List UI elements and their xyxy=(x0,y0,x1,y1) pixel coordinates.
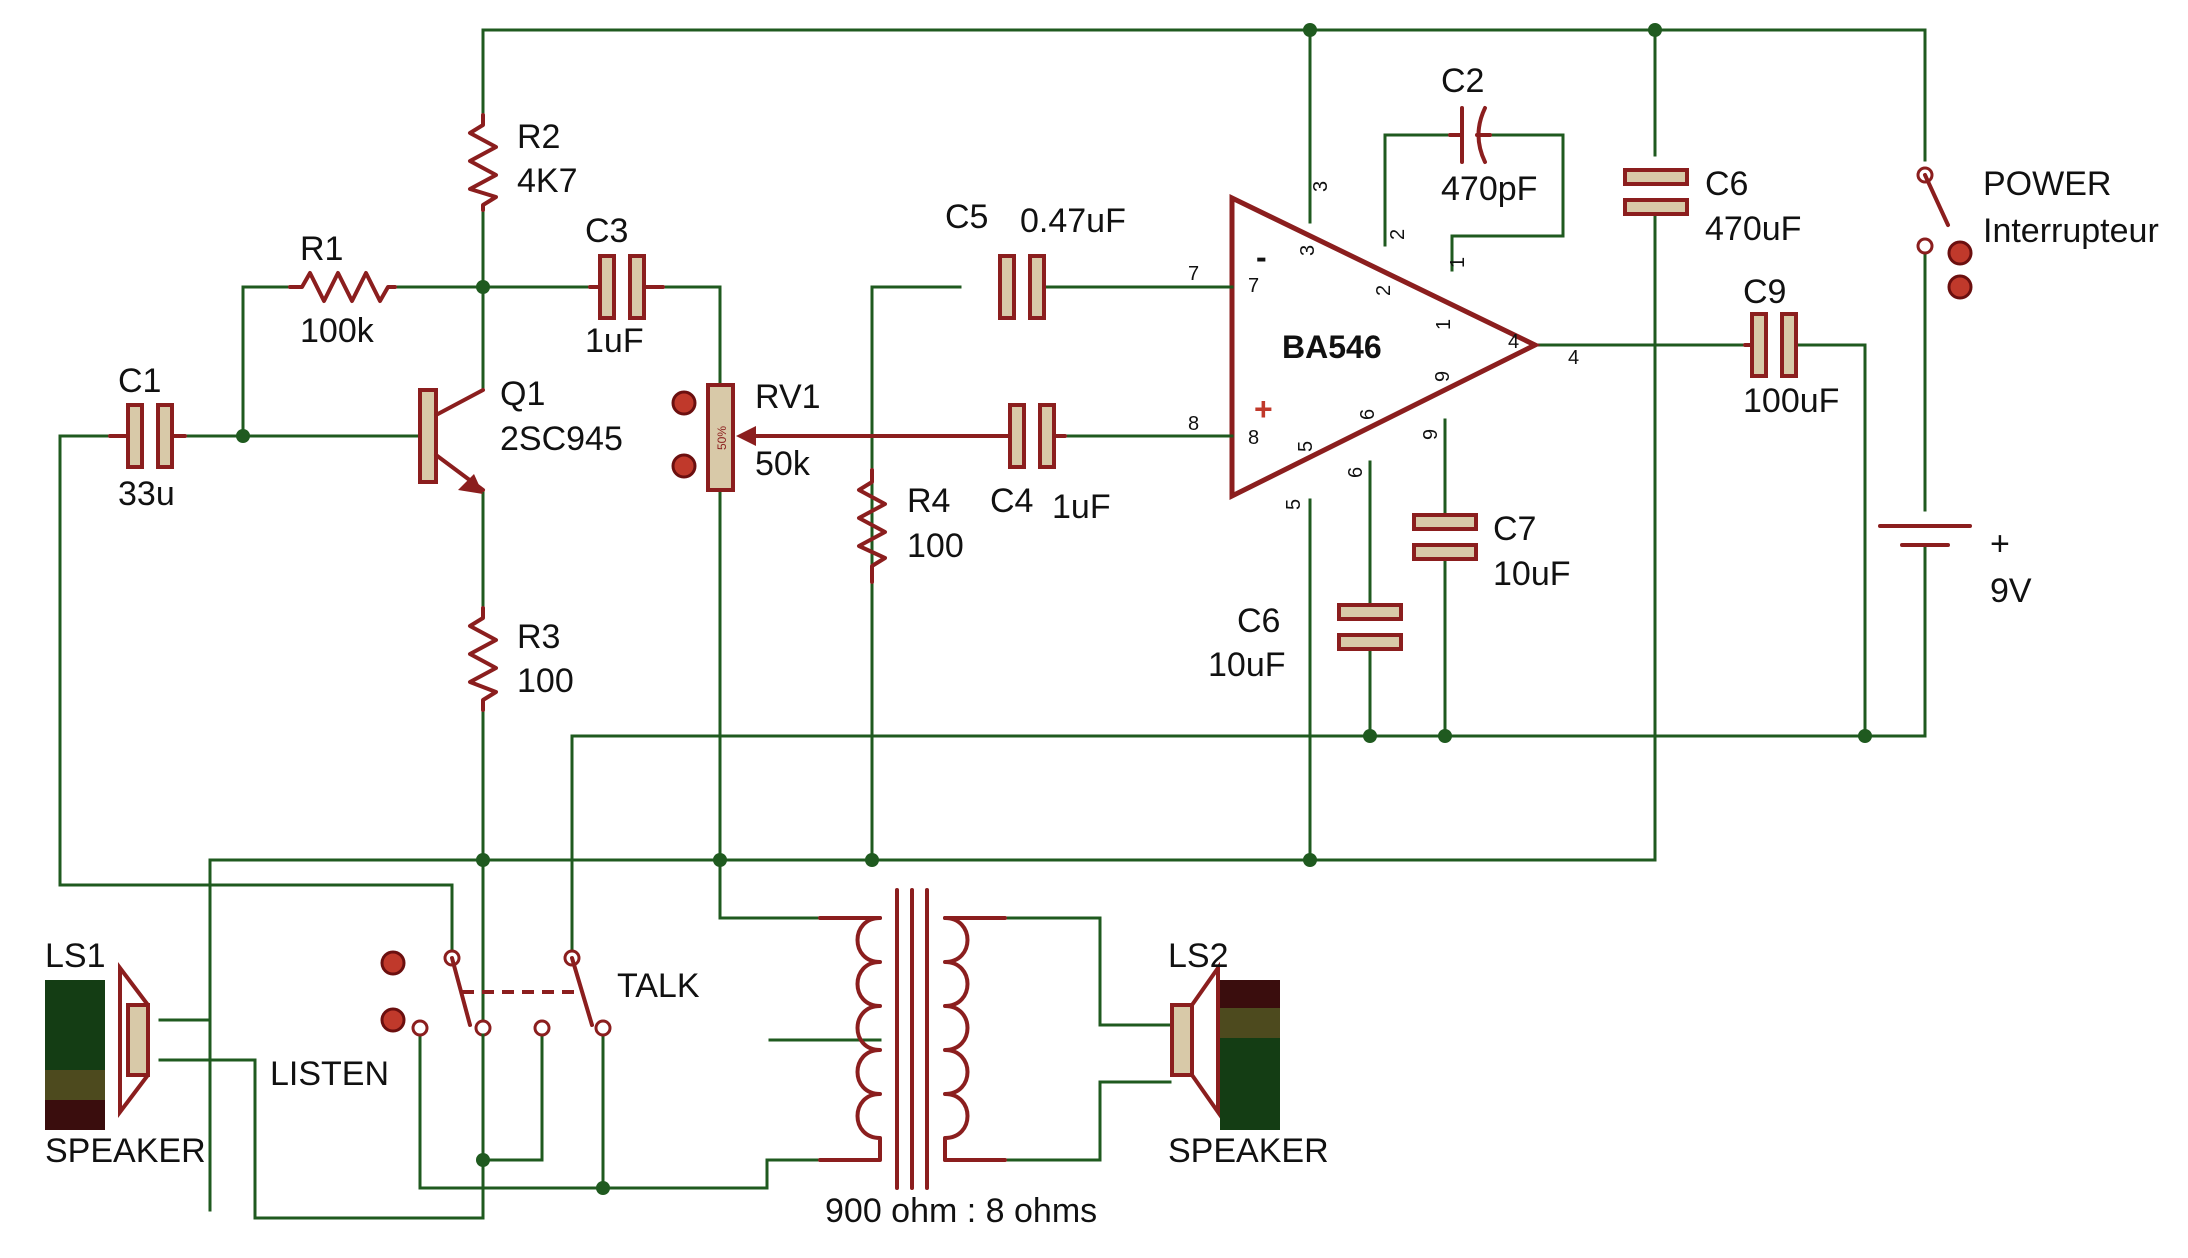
c2-value: 470pF xyxy=(1441,170,1537,208)
c4-value: 1uF xyxy=(1052,488,1111,526)
c6a-value: 470uF xyxy=(1705,210,1801,248)
transistor-q1 xyxy=(418,388,485,494)
talk-listen-switch xyxy=(380,949,612,1162)
c9-ref: C9 xyxy=(1743,273,1786,311)
capacitor-c2 xyxy=(1448,106,1492,164)
resistor-r3 xyxy=(468,606,498,712)
capacitor-c6-small xyxy=(1337,603,1403,651)
rv1-wiper-label: 50% xyxy=(715,426,729,450)
q1-value: 2SC945 xyxy=(500,420,623,458)
battery-polarity: + xyxy=(1990,525,2010,563)
speaker-ls1 xyxy=(45,962,150,1130)
transformer-ratio: 900 ohm : 8 ohms xyxy=(825,1192,1097,1230)
talk-label: TALK xyxy=(617,967,700,1005)
capacitor-c5 xyxy=(998,254,1046,320)
power-ref: POWER xyxy=(1983,165,2111,203)
capacitor-c7 xyxy=(1412,513,1478,561)
c3-ref: C3 xyxy=(585,212,628,250)
c5-ref: C5 xyxy=(945,198,988,236)
c1-ref: C1 xyxy=(118,362,161,400)
pin-2-outer: 2 xyxy=(1387,229,1409,240)
power-value: Interrupteur xyxy=(1983,212,2159,250)
pin-9-inner: 9 xyxy=(1432,371,1454,382)
rv1-value: 50k xyxy=(755,445,811,483)
resistor-r1 xyxy=(288,271,397,303)
r3-ref: R3 xyxy=(517,618,560,656)
pin-8-inner: 8 xyxy=(1248,427,1259,449)
capacitor-c9 xyxy=(1743,312,1798,378)
labels: R2 4K7 R1 100k C3 1uF C1 33u Q1 2SC945 R… xyxy=(45,62,2159,1230)
potentiometer-rv1: 50% xyxy=(671,383,1002,492)
listen-label: LISTEN xyxy=(270,1055,389,1093)
pin-9-outer: 9 xyxy=(1420,429,1442,440)
r2-ref: R2 xyxy=(517,118,560,156)
c2-ref: C2 xyxy=(1441,62,1484,100)
capacitor-c4 xyxy=(998,403,1067,469)
pin-4-inner: 4 xyxy=(1508,331,1519,353)
r1-value: 100k xyxy=(300,312,375,350)
power-switch xyxy=(1916,166,1973,300)
resistor-r2 xyxy=(468,113,498,212)
capacitor-c3 xyxy=(588,254,665,320)
q1-ref: Q1 xyxy=(500,375,545,413)
c7-value: 10uF xyxy=(1493,555,1571,593)
c6b-value: 10uF xyxy=(1208,646,1286,684)
pin-1-inner: 1 xyxy=(1433,319,1455,330)
c3-value: 1uF xyxy=(585,322,644,360)
ls2-ref: LS2 xyxy=(1168,937,1229,975)
ic-plus-sign: + xyxy=(1254,391,1273,427)
ic-part-label: BA546 xyxy=(1282,329,1382,365)
c6a-ref: C6 xyxy=(1705,165,1748,203)
r1-ref: R1 xyxy=(300,230,343,268)
battery xyxy=(1878,524,1972,547)
wires xyxy=(58,28,1927,1220)
c4-ref: C4 xyxy=(990,482,1033,520)
r4-value: 100 xyxy=(907,527,964,565)
speaker-ls2 xyxy=(1170,961,1280,1130)
pin-2-inner: 2 xyxy=(1373,285,1395,296)
pin-numbers: 7 7 8 8 3 3 2 2 1 1 4 4 9 9 6 6 5 5 xyxy=(1188,181,1579,510)
ls1-ref: LS1 xyxy=(45,937,106,975)
pin-3-outer: 3 xyxy=(1310,181,1332,192)
c7-ref: C7 xyxy=(1493,510,1536,548)
capacitor-c6-large xyxy=(1623,168,1689,216)
capacitor-c1 xyxy=(108,403,187,469)
pin-8-outer: 8 xyxy=(1188,413,1199,435)
c1-value: 33u xyxy=(118,475,175,513)
r3-value: 100 xyxy=(517,662,574,700)
pin-7-outer: 7 xyxy=(1188,263,1199,285)
pin-6-inner: 6 xyxy=(1357,409,1379,420)
rv1-ref: RV1 xyxy=(755,378,821,416)
pin-6-outer: 6 xyxy=(1345,467,1367,478)
pin-4-outer: 4 xyxy=(1568,347,1579,369)
pin-3-inner: 3 xyxy=(1297,245,1319,256)
r2-value: 4K7 xyxy=(517,162,578,200)
ls1-type: SPEAKER xyxy=(45,1132,206,1170)
battery-value: 9V xyxy=(1990,572,2032,610)
pin-7-inner: 7 xyxy=(1248,275,1259,297)
c5-value: 0.47uF xyxy=(1020,202,1126,240)
resistor-r4 xyxy=(857,468,887,584)
pin-5-outer: 5 xyxy=(1283,499,1305,510)
pin-1-outer: 1 xyxy=(1447,257,1469,268)
ls2-type: SPEAKER xyxy=(1168,1132,1329,1170)
junctions xyxy=(236,23,1872,1195)
transformer xyxy=(818,888,1007,1190)
ic-ba546 xyxy=(1178,194,1541,501)
r4-ref: R4 xyxy=(907,482,950,520)
pin-5-inner: 5 xyxy=(1295,441,1317,452)
ic-minus-sign: - xyxy=(1256,239,1267,275)
c9-value: 100uF xyxy=(1743,382,1839,420)
c6b-ref: C6 xyxy=(1237,602,1280,640)
